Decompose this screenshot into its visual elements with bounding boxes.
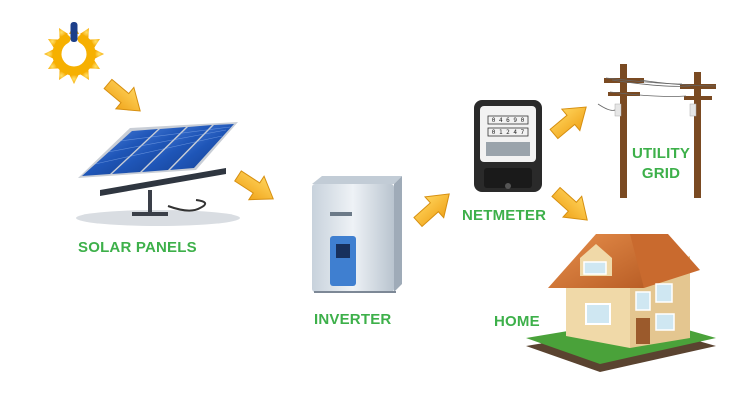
flow-arrow-icon: [408, 182, 460, 233]
meter-top-reading: 0 4 6 9 0: [492, 117, 525, 124]
flow-arrow-icon: [544, 95, 596, 146]
home-label: HOME: [494, 313, 540, 330]
utility-label-line1: UTILITY: [631, 145, 691, 162]
utility-label-line2: GRID: [641, 165, 681, 182]
net-meter-icon: 0 4 6 9 0 0 1 2 4 7: [474, 100, 542, 192]
flow-arrow-icon: [229, 163, 282, 212]
meter-bottom-reading: 0 1 2 4 7: [492, 129, 525, 136]
solar-panels-label: SOLAR PANELS: [78, 239, 197, 256]
sun-power-icon: [44, 22, 104, 84]
utility-grid-label: UTILITY GRID: [628, 144, 694, 184]
inverter-label: INVERTER: [314, 311, 392, 328]
house-icon: [526, 234, 716, 372]
inverter-icon: [312, 176, 402, 293]
utility-pole-icon: [597, 64, 717, 198]
netmeter-label: NETMETER: [462, 207, 547, 224]
flow-arrow-icon: [98, 72, 150, 123]
flow-arrow-icon: [546, 181, 598, 232]
solar-panel-icon: [76, 122, 240, 226]
